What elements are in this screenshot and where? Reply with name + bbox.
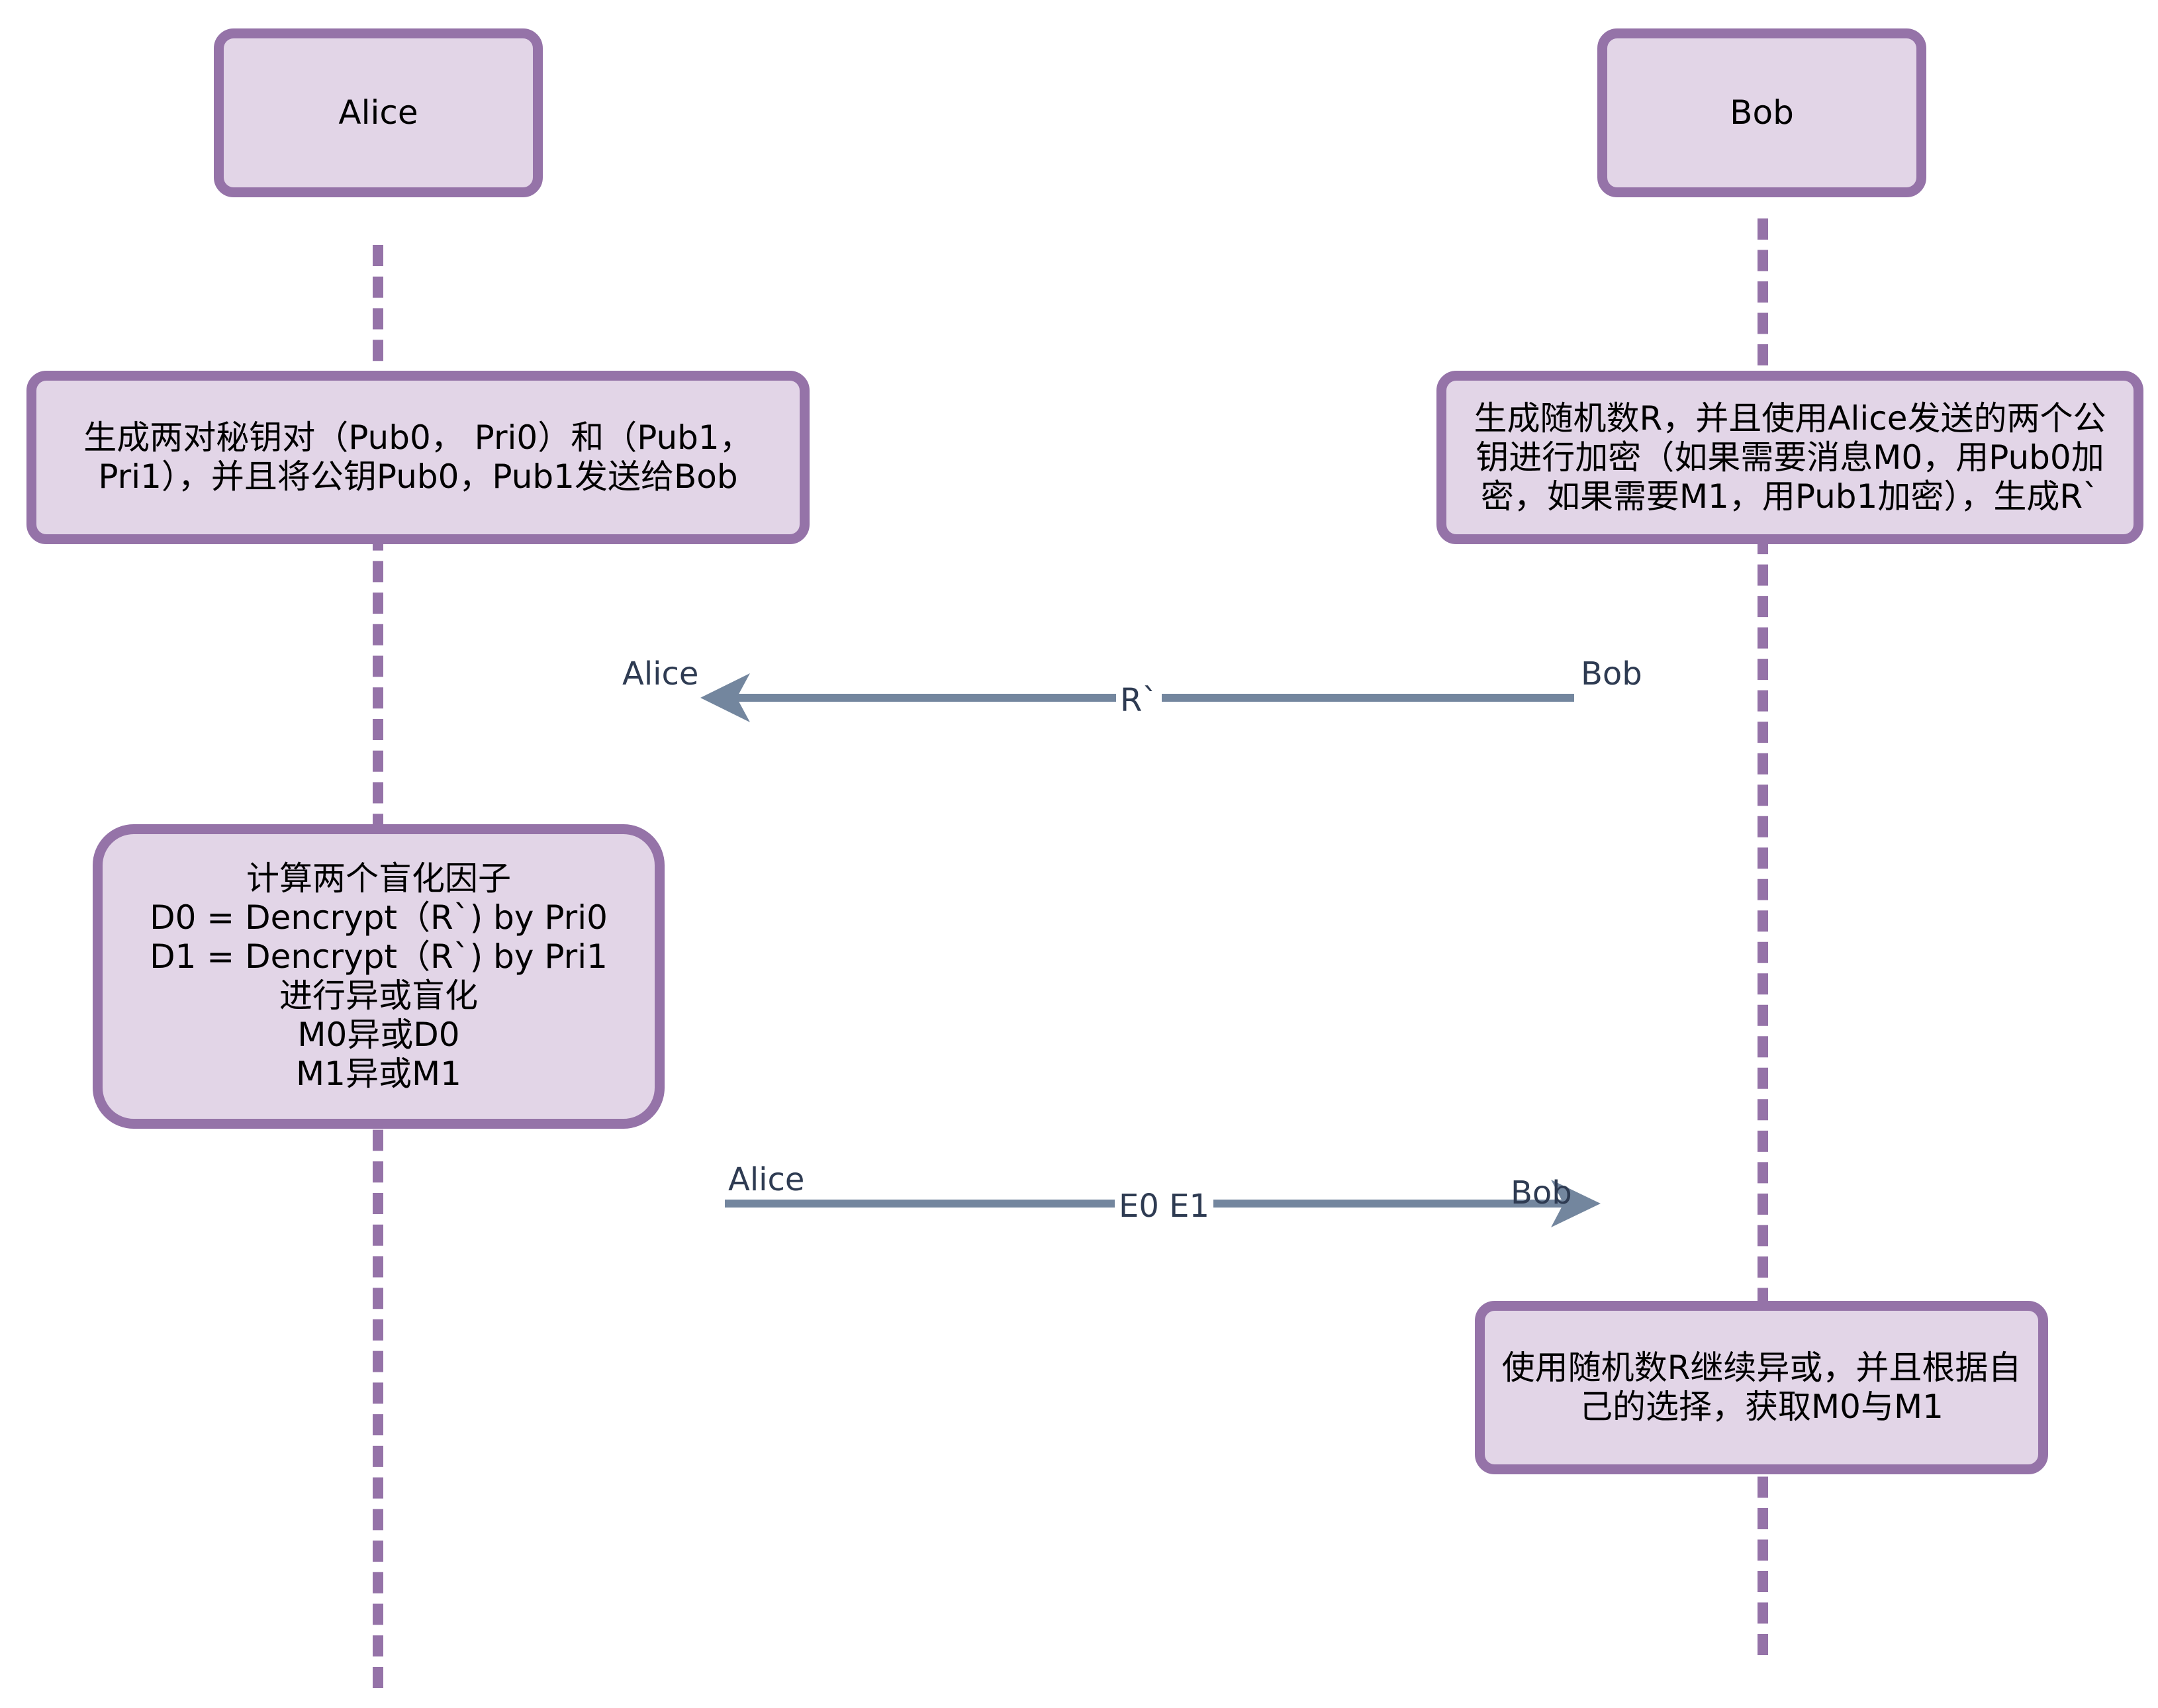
alice-keygen-note: 生成两对秘钥对（Pub0， Pri0）和（Pub1， Pri1），并且将公钥Pu… xyxy=(26,371,810,544)
r-prime-arrowhead xyxy=(700,673,750,722)
alice-actor-box: Alice xyxy=(214,28,543,197)
alice-blind-note: 计算两个盲化因子 D0 = Dencrypt（R`) by Pri0 D1 = … xyxy=(93,824,665,1129)
bob-result-note: 使用随机数R继续异或，并且根据自 己的选择，获取M0与M1 xyxy=(1475,1301,2048,1474)
m2-target-label: Bob xyxy=(1511,1174,1572,1211)
bob-encrypt-text: 生成随机数R，并且使用Alice发送的两个公 钥进行加密（如果需要消息M0，用P… xyxy=(1474,399,2106,516)
m2-source-label: Alice xyxy=(728,1161,805,1198)
m1-target-label: Alice xyxy=(622,655,699,692)
alice-keygen-text: 生成两对秘钥对（Pub0， Pri0）和（Pub1， Pri1），并且将公钥Pu… xyxy=(83,418,753,496)
e0-e1-arrowhead xyxy=(1551,1180,1601,1227)
bob-actor-box: Bob xyxy=(1597,28,1926,197)
m1-source-label: Bob xyxy=(1581,655,1642,692)
bob-lifeline xyxy=(1758,218,1768,1655)
m1-message-text: R` xyxy=(1116,685,1162,716)
m2-message-text: E0 E1 xyxy=(1115,1190,1213,1222)
bob-actor-label: Bob xyxy=(1730,93,1794,132)
alice-blind-text: 计算两个盲化因子 D0 = Dencrypt（R`) by Pri0 D1 = … xyxy=(150,859,608,1093)
bob-encrypt-note: 生成随机数R，并且使用Alice发送的两个公 钥进行加密（如果需要消息M0，用P… xyxy=(1436,371,2143,544)
bob-result-text: 使用随机数R继续异或，并且根据自 己的选择，获取M0与M1 xyxy=(1501,1349,2022,1426)
alice-actor-label: Alice xyxy=(338,93,418,132)
